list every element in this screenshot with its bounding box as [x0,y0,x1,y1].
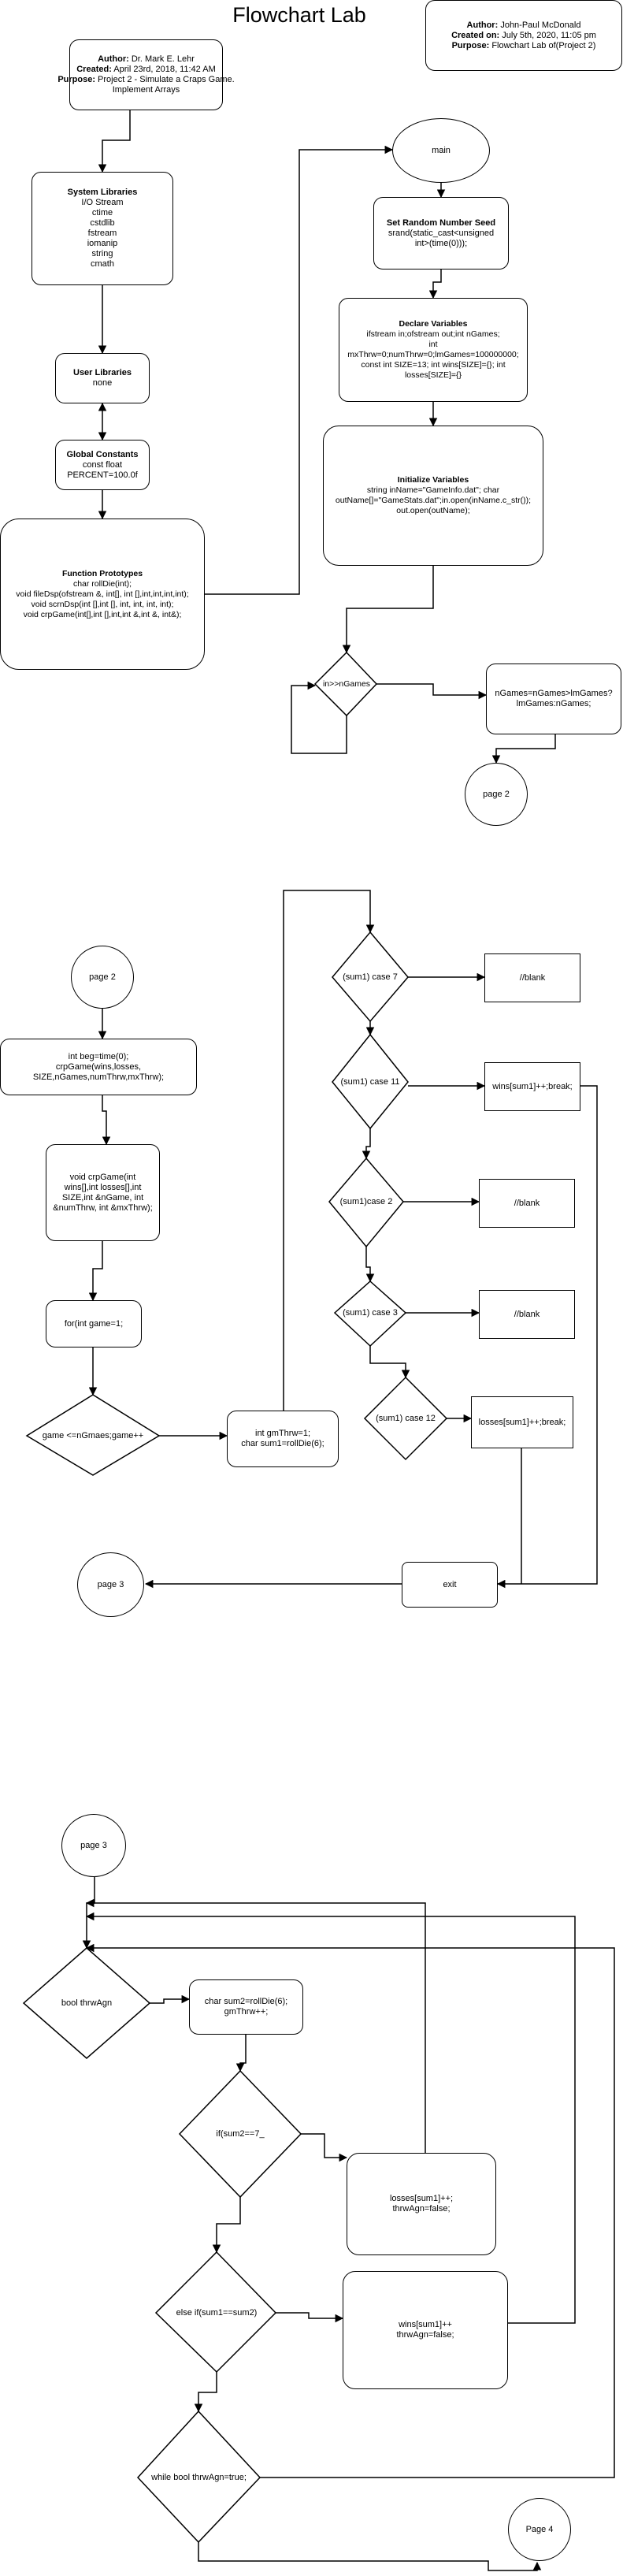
begin-box: int beg=time(0); crpGame(wins,losses, SI… [0,1039,197,1095]
blank3-box: //blank [479,1290,575,1339]
page2-connector-in: page 2 [71,946,134,1009]
decision-in-ngames-label: in>>nGames [322,678,371,689]
case2-label: (sum1)case 2 [339,1196,393,1206]
decision-loop-cond [25,1394,161,1476]
decision-case12 [363,1376,448,1461]
global-constants-box: Global Constants const float PERCENT=100… [55,440,150,490]
arrow-seed-to-declare [428,269,442,299]
arrow-case11-to-case2 [362,1128,371,1160]
arrow-ifseven-to-losses [301,2133,348,2162]
gmthrw-box: int gmThrw=1; char sum1=rollDie(6); [227,1411,339,1467]
decision-else-if [154,2251,277,2373]
arrow-wins-to-exit [496,1085,598,1589]
header-right-box: Author: John-Paul McDonald Created on: J… [425,0,622,71]
losses-break-box: losses[sum1]++;break; [471,1396,573,1448]
arrow-begin-to-crpgame [102,1095,111,1146]
decision-case3 [333,1280,407,1347]
created-line: Created: April 23rd, 2018, 11:42 AM [76,65,216,74]
while-cond-label: while bool thrwAgn=true; [151,2472,247,2482]
created-line: Created on: July 5th, 2020, 11:05 pm [451,30,596,40]
page-title: Flowchart Lab [232,3,366,27]
purpose-line: Purpose: Flowchart Lab of(Project 2) [451,40,596,50]
blank7-box: //blank [484,953,580,1002]
arrow-case3-to-case12 [369,1346,410,1379]
blank2-box: //blank [479,1179,575,1228]
arrow-case2-to-case3 [365,1247,375,1283]
arrow-wins-loopback [85,1912,576,2324]
case7-label: (sum1) case 7 [343,972,398,982]
case12-label: (sum1) case 12 [376,1413,436,1423]
arrow-elseif-to-while [194,2372,217,2413]
author-line: Author: Dr. Mark E. Lehr [98,54,195,64]
header-left-box: Author: Dr. Mark E. Lehr Created: April … [57,39,235,110]
decision-if-seven [178,2069,302,2199]
sum2-box: char sum2=rollDie(6); gmThrw++; [189,1979,303,2035]
loop-cond-label: game <=nGmaes;game++ [42,1430,144,1440]
arrow-proto-to-main [205,145,394,595]
main-terminal: main [392,118,490,183]
decision-bool-thrw [22,1947,151,2059]
arrow-init-to-decision [342,566,434,654]
else-if-label: else if(sum1==sum2) [176,2307,258,2318]
arrow-crpgame-to-for [88,1241,103,1302]
arrow-sum2-to-ifseven [235,2035,247,2072]
exit-box: exit [402,1562,498,1608]
set-seed-box: Set Random Number Seed srand(static_cast… [373,197,509,269]
arrow-elseif-to-wins [276,2312,344,2323]
author-line: Author: John-Paul McDonald [466,20,581,30]
wins-false-box: wins[sum1]++ thrwAgn=false; [343,2271,508,2389]
initialize-variables-box: Initialize Variables string inName="Game… [323,426,543,566]
arrow-page3-to-bool [82,1877,95,1950]
decision-in-ngames [313,651,378,717]
arrow-header-to-syslib [98,110,131,173]
arrow-while-to-page4 [198,2542,542,2571]
ngames-assign-box: nGames=nGames>lmGames? lmGames:nGames; [486,664,621,734]
decision-case11 [332,1033,409,1130]
for-loop-box: for(int game=1; [46,1300,142,1347]
arrow-ifseven-to-elseif [212,2197,241,2254]
purpose-cont-line: Implement Arrays [112,85,180,95]
bool-thrw-label: bool thrwAgn [61,1998,113,2008]
arrow-while-loopback [85,1943,615,2478]
decision-case7 [332,931,409,1023]
if-seven-label: if(sum2==7_ [216,2128,265,2139]
decision-case2 [328,1157,404,1248]
purpose-line: Purpose: Project 2 - Simulate a Craps Ga… [57,75,235,84]
page3-connector-out: page 3 [77,1552,144,1617]
page2-connector-out: page 2 [465,763,528,826]
arrow-decision-to-assign [376,683,488,700]
crpgame-box: void crpGame(int wins[],int losses[],int… [46,1144,160,1241]
arrow-losses-loopback [85,1898,426,2153]
system-libraries-box: System Libraries I/O Stream ctime cstdli… [32,172,173,285]
page3-connector-in: page 3 [61,1814,126,1877]
page4-connector-out: Page 4 [508,2498,571,2561]
wins-break-box: wins[sum1]++;break; [484,1062,580,1111]
case3-label: (sum1) case 3 [343,1307,398,1318]
declare-variables-box: Declare Variables ifstream in;ofstream o… [339,298,528,402]
arrow-decision-loopback [291,681,347,754]
arrow-gmthrw-to-case7 [283,890,375,1411]
arrow-bool-to-sum2 [150,1994,191,2004]
user-libraries-box: User Libraries none [55,353,150,403]
arrow-assign-to-page2 [491,734,556,764]
decision-while [136,2410,261,2544]
function-prototypes-box: Function Prototypes char rollDie(int); v… [0,519,205,670]
losses-false-box: losses[sum1]++; thrwAgn=false; [347,2153,496,2255]
case11-label: (sum1) case 11 [340,1076,400,1087]
